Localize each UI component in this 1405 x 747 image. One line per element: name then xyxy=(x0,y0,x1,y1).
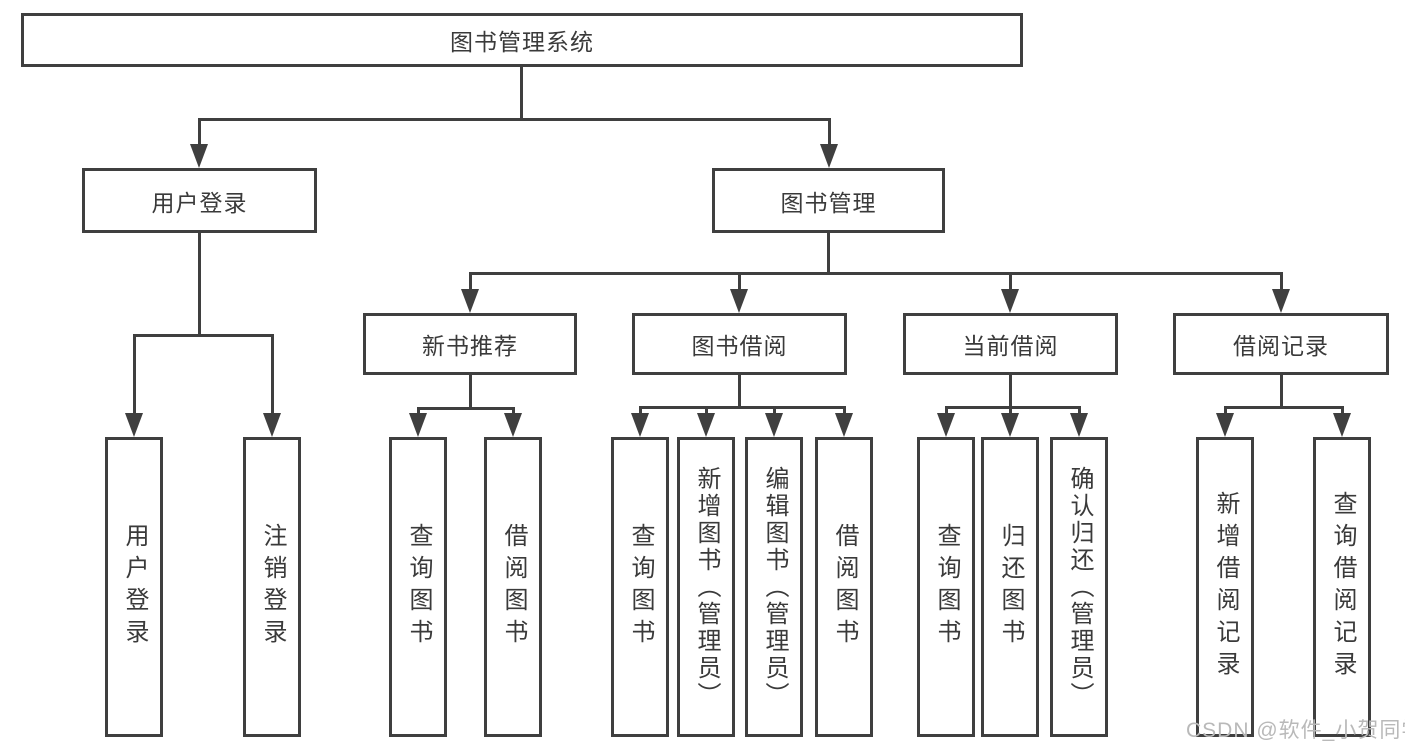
connector-book-management-rail xyxy=(469,272,1282,275)
connector-stem xyxy=(1341,406,1344,418)
node-book-borrowing: 图书借阅 xyxy=(632,313,847,375)
leaf-cb-query-book: 查询图书 xyxy=(917,437,975,737)
connector-stem-leaf-logout xyxy=(271,334,274,418)
leaf-cb-confirm-return-admin: 确认归还（管理员） xyxy=(1050,437,1108,737)
leaf-label: 查询图书 xyxy=(627,523,654,651)
leaf-label: 查询图书 xyxy=(933,523,960,651)
leaf-label: 借阅图书 xyxy=(831,523,858,651)
arrow-down-icon xyxy=(461,289,479,313)
arrow-down-icon xyxy=(1333,413,1351,437)
leaf-bb-query-book: 查询图书 xyxy=(611,437,669,737)
node-current-borrowing: 当前借阅 xyxy=(903,313,1118,375)
connector-new-book-rec-rail xyxy=(417,407,515,410)
arrow-down-icon xyxy=(730,289,748,313)
leaf-label: 归还图书 xyxy=(997,523,1024,651)
arrow-down-icon xyxy=(1272,289,1290,313)
arrow-down-icon xyxy=(937,413,955,437)
connector-root-trunk xyxy=(520,65,523,120)
connector-stem-user-login xyxy=(198,118,201,149)
connector-current-borrowing-rail xyxy=(945,406,1081,409)
leaf-label: 新增图书（管理员） xyxy=(693,465,720,709)
csdn-watermark: CSDN @软件_小贺同学 xyxy=(1186,719,1405,742)
leaf-label: 用户登录 xyxy=(121,523,148,651)
leaf-label: 查询图书 xyxy=(405,523,432,651)
connector-borrow-records-trunk xyxy=(1280,375,1283,409)
leaf-label: 查询借阅记录 xyxy=(1329,491,1356,683)
arrow-down-icon xyxy=(190,144,208,168)
connector-stem xyxy=(639,406,642,418)
connector-stem xyxy=(1224,406,1227,418)
connector-stem-book-management xyxy=(828,118,831,149)
leaf-label: 确认归还（管理员） xyxy=(1066,465,1093,709)
node-root: 图书管理系统 xyxy=(21,13,1023,67)
connector-stem-current-borrowing xyxy=(1009,272,1012,294)
node-new-book-rec: 新书推荐 xyxy=(363,313,577,375)
connector-stem xyxy=(1009,406,1012,418)
connector-stem xyxy=(512,407,515,418)
leaf-user-login: 用户登录 xyxy=(105,437,163,737)
leaf-rec-borrow-book: 借阅图书 xyxy=(484,437,542,737)
connector-stem-new-book-rec xyxy=(469,272,472,294)
arrow-down-icon xyxy=(1070,413,1088,437)
connector-stem xyxy=(773,406,776,418)
connector-stem xyxy=(945,406,948,418)
connector-stem xyxy=(1078,406,1081,418)
node-user-login: 用户登录 xyxy=(82,168,317,233)
connector-stem-borrow-records xyxy=(1280,272,1283,294)
arrow-down-icon xyxy=(125,413,143,437)
leaf-label: 编辑图书（管理员） xyxy=(761,465,788,709)
node-borrow-records: 借阅记录 xyxy=(1173,313,1389,375)
leaf-br-add-record: 新增借阅记录 xyxy=(1196,437,1254,737)
arrow-down-icon xyxy=(263,413,281,437)
connector-book-borrowing-rail xyxy=(639,406,846,409)
arrow-down-icon xyxy=(631,413,649,437)
leaf-bb-edit-book-admin: 编辑图书（管理员） xyxy=(745,437,803,737)
leaf-rec-query-book: 查询图书 xyxy=(389,437,447,737)
connector-user-login-rail xyxy=(133,334,274,337)
connector-stem-leaf-user-login xyxy=(133,334,136,418)
connector-current-borrowing-trunk xyxy=(1009,375,1012,409)
connector-new-book-rec-trunk xyxy=(469,375,472,410)
leaf-label: 注销登录 xyxy=(259,523,286,651)
arrow-down-icon xyxy=(835,413,853,437)
connector-stem-book-borrowing xyxy=(738,272,741,294)
leaf-bb-add-book-admin: 新增图书（管理员） xyxy=(677,437,735,737)
connector-stem xyxy=(705,406,708,418)
arrow-down-icon xyxy=(504,413,522,437)
connector-stem xyxy=(417,407,420,418)
leaf-bb-borrow-book: 借阅图书 xyxy=(815,437,873,737)
connector-stem xyxy=(843,406,846,418)
connector-borrow-records-rail xyxy=(1224,406,1344,409)
connector-user-login-trunk xyxy=(198,233,201,337)
arrow-down-icon xyxy=(820,144,838,168)
connector-book-management-trunk xyxy=(827,233,830,275)
connector-root-rail xyxy=(198,118,831,121)
leaf-cb-return-book: 归还图书 xyxy=(981,437,1039,737)
leaf-br-query-record: 查询借阅记录 xyxy=(1313,437,1371,737)
arrow-down-icon xyxy=(1001,413,1019,437)
arrow-down-icon xyxy=(697,413,715,437)
leaf-label: 新增借阅记录 xyxy=(1212,491,1239,683)
arrow-down-icon xyxy=(1216,413,1234,437)
connector-book-borrowing-trunk xyxy=(738,375,741,409)
arrow-down-icon xyxy=(1001,289,1019,313)
arrow-down-icon xyxy=(765,413,783,437)
leaf-label: 借阅图书 xyxy=(500,523,527,651)
leaf-logout: 注销登录 xyxy=(243,437,301,737)
arrow-down-icon xyxy=(409,413,427,437)
node-book-management: 图书管理 xyxy=(712,168,945,233)
